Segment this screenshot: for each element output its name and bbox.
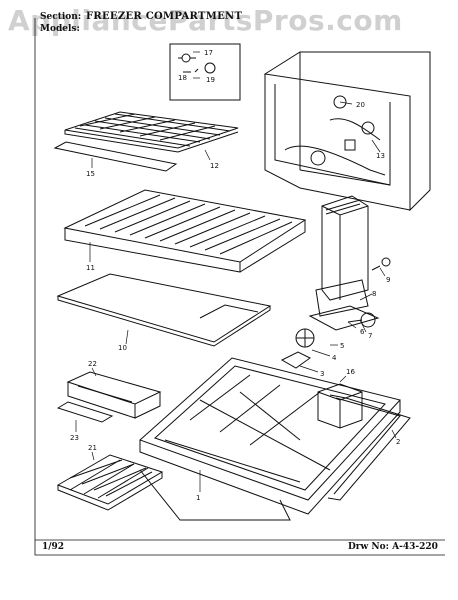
callout-11: 11 [86,264,95,272]
ice-tray [66,371,162,419]
drain-trough [317,383,363,429]
revision-date: 1/92 [42,542,65,552]
callout-19: 19 [206,76,215,84]
callout-17: 17 [204,49,213,57]
callout-10: 10 [118,344,127,352]
callout-4: 4 [332,354,337,362]
callout-12: 12 [210,162,219,170]
callout-1: 1 [196,494,200,502]
callout-22: 22 [88,360,97,368]
air-duct [308,195,391,331]
callout-21: 21 [88,444,97,452]
section-title: FREEZER COMPARTMENT [86,11,243,22]
callout-9: 9 [386,276,390,284]
wire-shelf [64,111,239,153]
callout-20: 20 [356,101,365,109]
shelf-trim [53,141,178,172]
callout-18: 18 [178,74,187,82]
floor-rail [327,394,411,501]
fan-motor-assembly [280,312,376,369]
watermark: AppliancePartsPros.com [8,4,403,37]
callout-3: 3 [320,370,324,378]
callout-7: 7 [368,332,372,340]
freezer-cabinet-liner [263,51,431,212]
section-label: Section: [40,12,82,22]
callout-23: 23 [70,434,79,442]
evaporator-cover-panel [56,273,272,347]
callout-6: 6 [360,328,365,336]
callout-2: 2 [396,438,400,446]
callout-16: 16 [346,368,355,376]
freezer-floor-pan [139,357,401,521]
callout-8: 8 [372,290,376,298]
ice-cube-tray [56,454,164,511]
callout-15: 15 [86,170,95,178]
inset-fastener-box [169,43,241,101]
callout-5: 5 [340,342,344,350]
ribbed-shelf [63,189,307,273]
tray-handle [56,401,114,423]
models-label: Models: [40,24,80,34]
drawing-number: Drw No: A-43-220 [348,542,438,552]
callout-13: 13 [376,152,385,160]
